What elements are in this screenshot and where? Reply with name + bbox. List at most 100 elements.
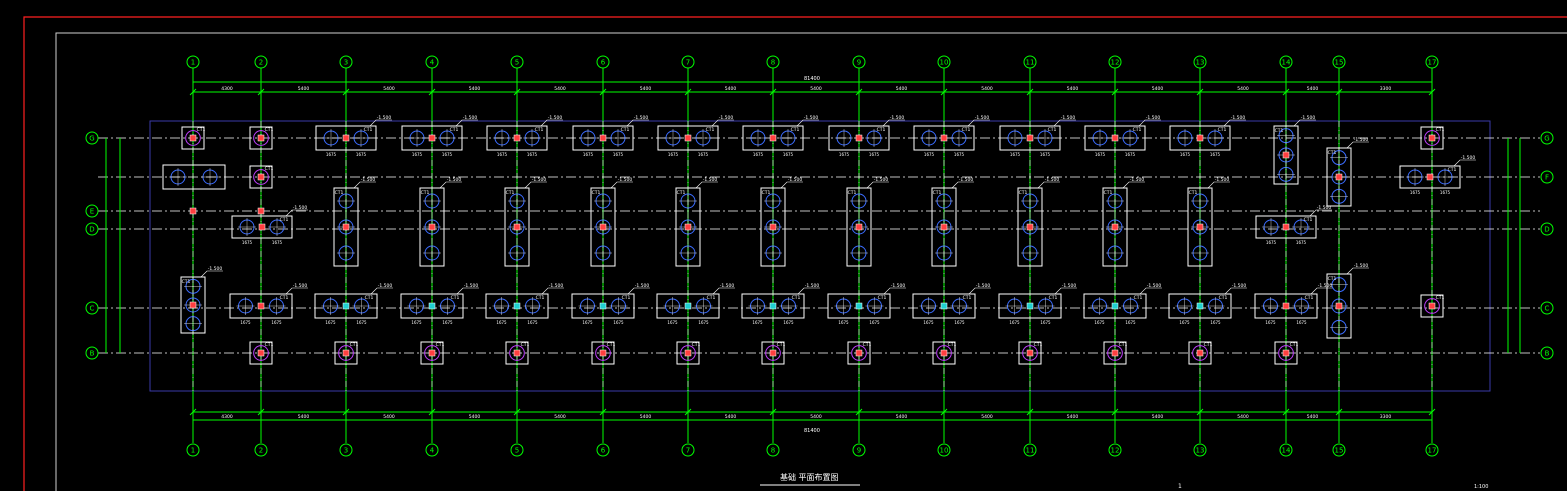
cap-dim: 1675 — [326, 152, 337, 157]
pile-cap-3-vertical — [1326, 273, 1352, 339]
elevation-leader — [1122, 181, 1145, 189]
column-section — [1426, 173, 1434, 181]
column-section — [1026, 223, 1034, 231]
cap-tag: CT1 — [265, 342, 274, 348]
elevation-tag: -1.500 — [720, 283, 735, 289]
elevation-leader — [370, 287, 393, 295]
column-section — [342, 223, 350, 231]
elevation-tag: -1.500 — [634, 115, 649, 121]
cap-dim: 1675 — [924, 152, 935, 157]
elevation-tag: -1.500 — [788, 177, 803, 183]
cap-dim: 1675 — [613, 152, 624, 157]
column-section — [257, 173, 265, 181]
cap-tag: CT1 — [335, 190, 344, 196]
span-dim-label-bottom: 5400 — [896, 414, 908, 420]
span-dim-label-top: 5400 — [896, 86, 908, 92]
elevation-leader — [456, 287, 479, 295]
pile-cap-2-horizontal — [1168, 293, 1232, 319]
grid-bubble-label-col-9: 9 — [857, 59, 861, 67]
column-section — [257, 302, 265, 310]
building-outline — [149, 120, 1491, 392]
column-section — [1111, 223, 1119, 231]
elevation-tag: -1.500 — [549, 283, 564, 289]
grid-bubble-col-9-top — [852, 55, 866, 69]
grid-bubble-row-G-right — [1540, 131, 1554, 145]
elevation-tag: -1.500 — [378, 283, 393, 289]
elevation-tag: -1.500 — [719, 115, 734, 121]
span-dim-label-bottom: 5400 — [383, 414, 395, 420]
column-section — [513, 134, 521, 142]
elevation-leader — [610, 181, 633, 189]
elevation-leader — [524, 181, 547, 189]
cap-dim: 1675 — [668, 152, 679, 157]
grid-bubble-label-row-D-right: D — [1544, 226, 1549, 234]
elevation-leader — [1138, 119, 1161, 127]
pile-cap-2-horizontal — [1254, 293, 1318, 319]
cap-tag: CT1 — [265, 166, 274, 172]
dim-tick — [855, 408, 863, 416]
cap-dim: 1675 — [497, 152, 508, 157]
span-dim-label-top: 5400 — [725, 86, 737, 92]
dim-tick — [1428, 88, 1436, 96]
cap-dim: 1675 — [271, 320, 282, 325]
grid-bubble-label-col-15: 15 — [1335, 447, 1344, 455]
grid-bubble-label-col-9: 9 — [857, 447, 861, 455]
elevation-tag: -1.500 — [635, 283, 650, 289]
column-section — [257, 207, 265, 215]
cap-dim: 1675 — [783, 320, 794, 325]
elevation-tag: -1.500 — [976, 283, 991, 289]
column-section — [1282, 349, 1290, 357]
pile-cap-2-horizontal — [231, 215, 293, 239]
grid-bubble-label-col-17: 17 — [1428, 59, 1437, 67]
outer-frame-red — [23, 16, 1567, 491]
pile-cap-2-horizontal — [913, 125, 975, 151]
pile-cap-1-square — [761, 341, 785, 365]
elevation-tag: -1.500 — [1130, 177, 1145, 183]
cap-tag: CT1 — [1436, 127, 1445, 133]
cap-dim: 1675 — [1180, 152, 1191, 157]
pile-cap-3-vertical — [1187, 187, 1213, 267]
column-section — [1026, 134, 1034, 142]
column-section — [599, 302, 607, 310]
corner-mark: 1 — [1178, 483, 1182, 490]
span-dim-label-top: 5400 — [469, 86, 481, 92]
dim-tick — [257, 88, 265, 96]
elevation-leader — [1224, 287, 1247, 295]
grid-bubble-label-col-1: 1 — [191, 447, 195, 455]
dim-tick — [1026, 408, 1034, 416]
grid-bubble-row-B-right — [1540, 346, 1554, 360]
pile-circle — [595, 345, 611, 361]
dim-tick — [1196, 88, 1204, 96]
cap-dim: 1675 — [582, 320, 593, 325]
column-section — [428, 134, 436, 142]
elevation-tag: -1.500 — [1354, 263, 1369, 269]
grid-bubble-label-col-8: 8 — [771, 59, 775, 67]
span-dim-label-bottom: 5400 — [1237, 414, 1249, 420]
cap-dim: 1675 — [1040, 152, 1051, 157]
column-section — [1026, 302, 1034, 310]
grid-bubble-col-7-bottom — [681, 443, 695, 457]
cap-tag: CT1 — [1448, 167, 1457, 173]
drawing-title: 基础 平面布置图 — [780, 472, 839, 482]
column-section — [769, 302, 777, 310]
elevation-tag: -1.500 — [1231, 115, 1246, 121]
elevation-tag: -1.500 — [1318, 283, 1333, 289]
dim-tick — [684, 88, 692, 96]
column-section — [1282, 151, 1290, 159]
cap-tag: CT1 — [933, 190, 942, 196]
pile-circle — [253, 345, 269, 361]
dim-tick — [1428, 408, 1436, 416]
dim-tick — [342, 408, 350, 416]
cap-dim: 1675 — [1094, 320, 1105, 325]
cap-tag: CT1 — [1436, 295, 1445, 301]
cap-dim: 1675 — [242, 240, 253, 245]
column-section — [599, 134, 607, 142]
elevation-leader — [1139, 287, 1162, 295]
pile-cap-3-vertical — [760, 187, 786, 267]
pile-cap-2-horizontal — [912, 293, 976, 319]
cap-tag: CT1 — [421, 190, 430, 196]
column-section — [257, 349, 265, 357]
cap-dim: 1675 — [1125, 152, 1136, 157]
column-section — [855, 134, 863, 142]
cap-dim: 1675 — [698, 152, 709, 157]
